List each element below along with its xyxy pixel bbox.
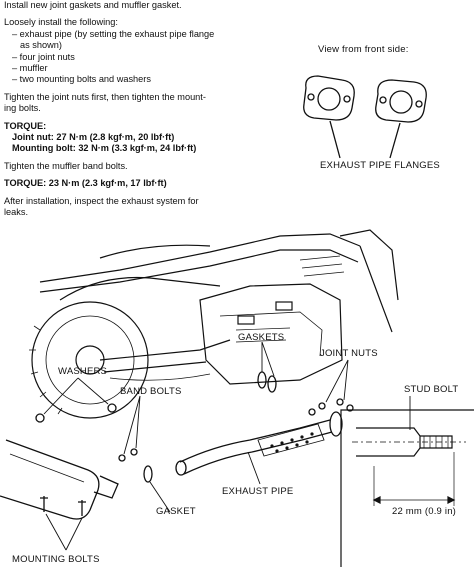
torque-mounting-bolt: Mounting bolt: 32 N·m (3.3 kgf·m, 24 lbf… <box>12 143 197 154</box>
loosely-install-heading: Loosely install the following: <box>4 17 118 28</box>
flange-right-hole <box>379 96 387 104</box>
gasket-instruction: Install new joint gaskets and muffler ga… <box>4 0 182 10</box>
stud-bolt-inset <box>340 396 474 567</box>
band-bolt-icon <box>118 454 126 462</box>
instruction-text: Install new joint gaskets and muffler ga… <box>4 0 248 219</box>
flange-drawing <box>303 75 427 159</box>
stud-bolt-icon <box>356 427 421 457</box>
tighten-instruction: Tighten the joint nuts first, then tight… <box>4 91 206 102</box>
flange-left-hole <box>343 95 351 103</box>
flange-left-hole <box>307 93 315 101</box>
joint-nut-icon <box>346 404 354 412</box>
leader-line <box>329 120 341 159</box>
part-bracket <box>237 315 255 325</box>
mounting-bolt-icon <box>78 500 86 516</box>
gaskets-label: GASKETS <box>238 332 285 343</box>
engine-block <box>199 283 343 385</box>
mounting-bolt-icon <box>40 496 48 512</box>
list-item: – four joint nuts <box>12 51 75 62</box>
washers-label: WASHERS <box>58 366 108 377</box>
atv-drawing <box>29 229 399 419</box>
leader-lines <box>43 341 349 551</box>
list-item: – two mounting bolts and washers <box>12 74 151 85</box>
joint-nuts-label: JOINT NUTS <box>320 348 378 359</box>
flange-left-bore <box>317 87 341 111</box>
flange-left-icon <box>303 75 355 121</box>
flange-view-caption: View from front side: <box>318 44 409 55</box>
list-item: – muffler <box>12 63 48 74</box>
washer-icon <box>107 403 117 413</box>
stud-bolt-label: STUD BOLT <box>404 384 459 395</box>
list-item: – exhaust pipe (by setting the exhaust p… <box>12 28 215 39</box>
muffler-icon <box>0 439 100 520</box>
rear-wheel-icon <box>31 301 149 419</box>
list-item: as shown) <box>20 40 62 51</box>
band-bolt-instruction: Tighten the muffler band bolts. <box>4 160 128 171</box>
muffler-gasket-icon <box>143 465 153 483</box>
tighten-instruction-cont: ing bolts. <box>4 103 41 114</box>
joint-nut-icon <box>336 398 344 406</box>
gasket-icon <box>257 371 267 389</box>
heat-shield-holes <box>270 432 314 453</box>
band-bolts-label: BAND BOLTS <box>120 386 182 397</box>
flange-right-hole <box>415 100 423 108</box>
inspect-instruction: After installation, inspect the exhaust … <box>4 195 199 206</box>
torque-band-bolt: TORQUE: 23 N·m (2.3 kgf·m, 17 lbf·ft) <box>4 178 167 189</box>
joint-nut-icon <box>318 402 326 410</box>
leader-line <box>389 122 401 159</box>
swingarm <box>99 339 231 361</box>
exhaust-pipe-label: EXHAUST PIPE <box>222 486 294 497</box>
gasket-label: GASKET <box>156 506 196 517</box>
washer-icon <box>35 413 45 423</box>
torque-joint-nut: Joint nut: 27 N·m (2.8 kgf·m, 20 lbf·ft) <box>12 132 175 143</box>
flange-right-icon <box>375 79 427 123</box>
frame-tube <box>39 233 361 283</box>
inspect-instruction-cont: leaks. <box>4 207 29 218</box>
dimension-label: 22 mm (0.9 in) <box>392 506 457 517</box>
inset-frame <box>340 409 474 567</box>
torque-heading: TORQUE: <box>4 120 47 131</box>
band-bolt-icon <box>130 448 138 456</box>
mounting-bolts-label: MOUNTING BOLTS <box>12 554 100 565</box>
muffler-band <box>93 475 119 499</box>
flange-right-bore <box>389 90 413 114</box>
flange-label: EXHAUST PIPE FLANGES <box>320 160 440 171</box>
gasket-icon <box>267 375 277 393</box>
part-bracket <box>275 301 293 311</box>
exhaust-pipe-icon <box>179 419 331 463</box>
pipe-flange <box>329 411 343 437</box>
joint-nut-icon <box>308 408 316 416</box>
